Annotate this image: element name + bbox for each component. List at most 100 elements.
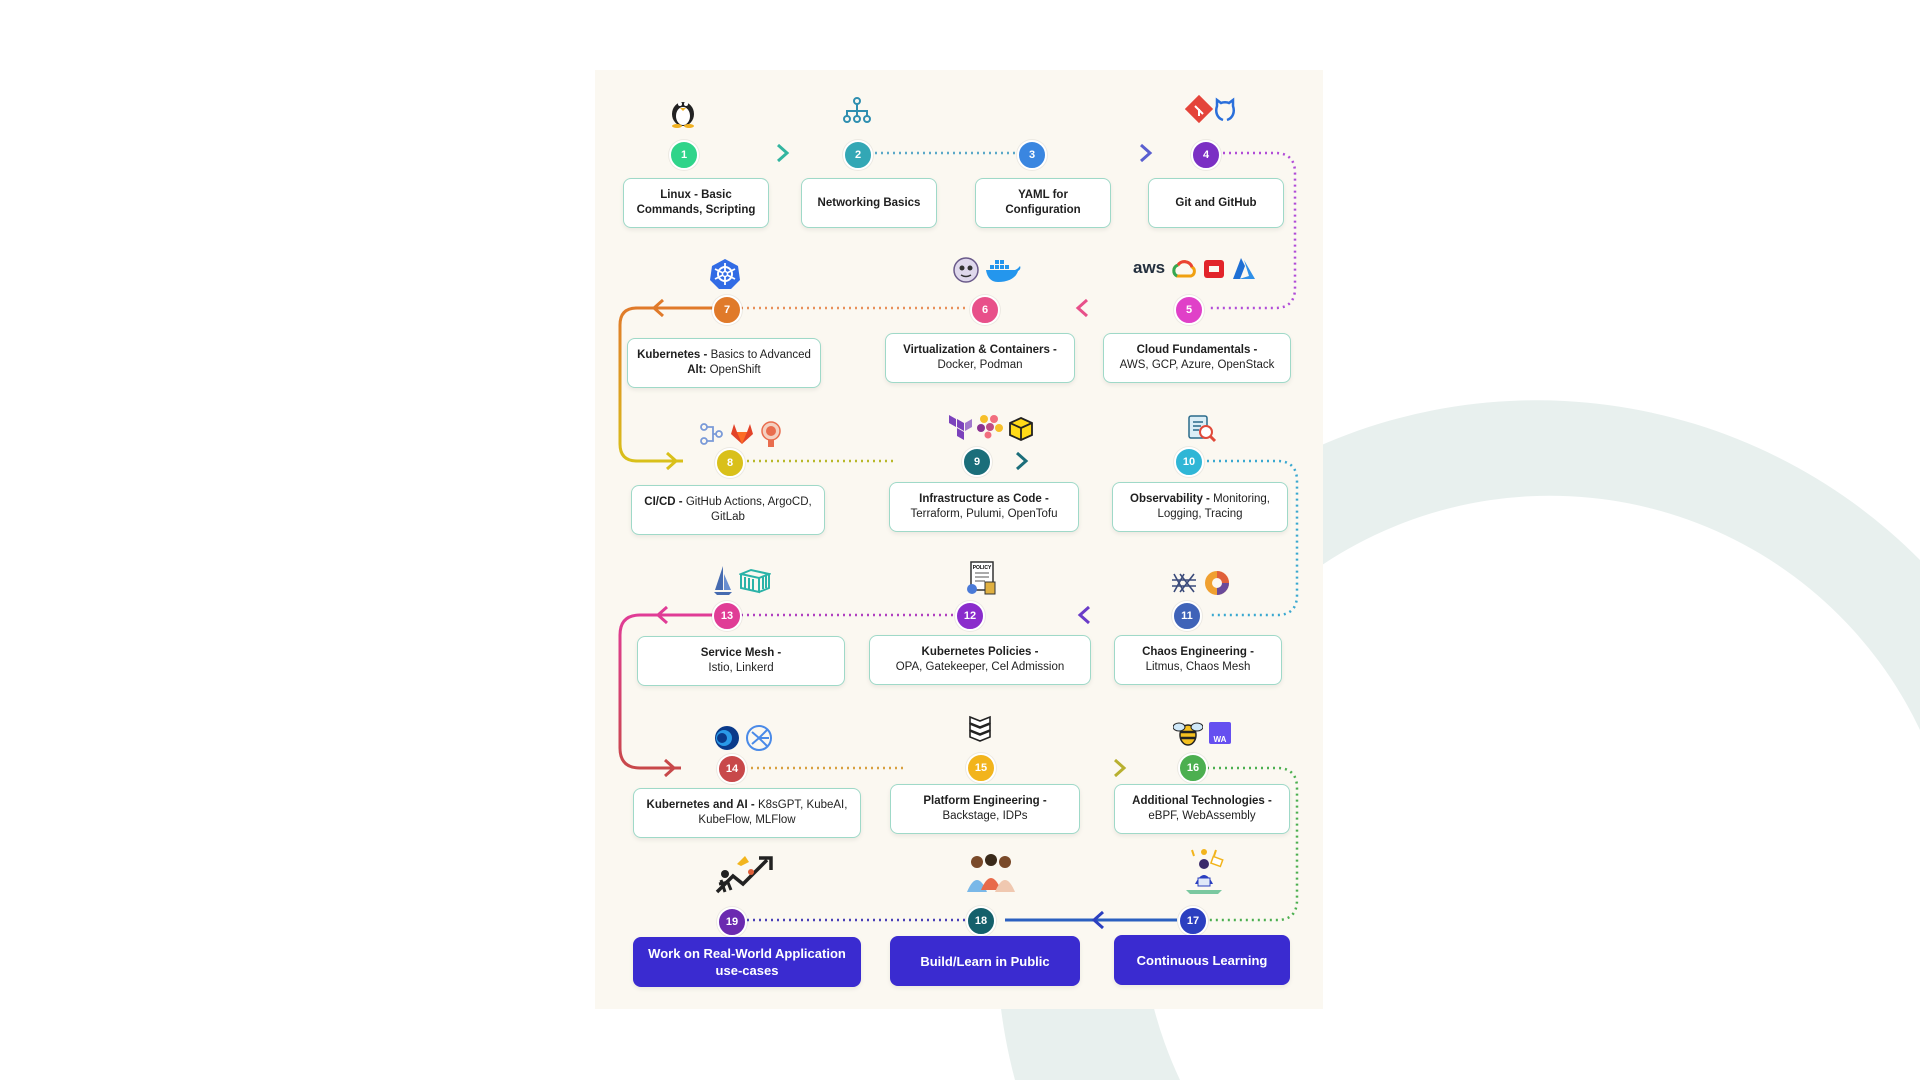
community-icon [967,854,1015,892]
step-line-observability: Observability - Monitoring, Logging, Tra… [1119,492,1281,522]
step-box-kubernetes: Kubernetes - Basics to Advanced Alt: Ope… [627,338,821,388]
step-number-12: 12 [955,601,985,631]
step-title-additional: Additional Technologies - [1132,795,1272,807]
step-number-15: 15 [966,753,996,783]
step-box-chaos: Chaos Engineering - Litmus, Chaos Mesh [1114,635,1282,685]
step-box-git: Git and GitHub [1148,178,1284,228]
gitlab-icon [731,424,753,444]
step-number-17: 17 [1178,906,1208,936]
step-box-linux: Linux - Basic Commands, Scripting [623,178,769,228]
iac-tools-icon [948,413,1034,443]
step-line-kubernetes-alt: Alt: OpenShift [687,363,761,378]
wasm-icon: WA [1209,722,1231,744]
step-box-service-mesh: Service Mesh - Istio, Linkerd [637,636,845,686]
ebpf-bee-icon [1173,722,1203,746]
step-number-5: 5 [1174,295,1204,325]
step-number-2: 2 [843,140,873,170]
step-number-13: 13 [712,601,742,631]
github-actions-icon [700,423,723,445]
step-title-chaos: Chaos Engineering - [1142,646,1254,658]
step-title-k8s-ai: Kubernetes and AI - [646,799,755,811]
step-alt-label-kubernetes: Alt: [687,364,707,376]
step-title-continuous-learning: Continuous Learning [1136,952,1268,968]
step-number-3: 3 [1017,140,1047,170]
docker-podman-icon [952,254,1022,286]
step-number-9: 9 [962,447,992,477]
roadmap-flow-lines [618,143,1299,930]
step-number-4: 4 [1191,140,1221,170]
step-title-build-public: Build/Learn in Public [920,953,1050,969]
step-title-policies: Kubernetes Policies - [921,646,1039,658]
step-title-cicd: CI/CD - [644,496,683,508]
observability-icon [1188,415,1217,443]
terraform-icon [949,415,972,440]
kubeflow-icon [746,725,772,751]
step-box-yaml: YAML for Configuration [975,178,1111,228]
step-box-real-world: Work on Real-World Application use-cases [633,937,861,987]
step-detail-cicd: GitHub Actions, ArgoCD, GitLab [685,496,812,523]
step-line-k8s-ai: Kubernetes and AI - K8sGPT, KubeAI, Kube… [640,798,854,828]
step-box-platform: Platform Engineering - Backstage, IDPs [890,784,1080,834]
step-number-16: 16 [1178,753,1208,783]
step-detail-observability: Monitoring, Logging, Tracing [1157,493,1270,520]
service-mesh-icon [711,564,773,596]
step-title-platform: Platform Engineering - [923,795,1047,807]
step-title-kubernetes: Kubernetes - [637,349,708,361]
learning-person-icon [1186,849,1224,894]
roadmap-poster: 1 2 3 4 5 6 7 8 9 10 11 12 13 14 15 16 1… [595,70,1323,1009]
step-box-policies: Kubernetes Policies - OPA, Gatekeeper, C… [869,635,1091,685]
step-title-iac: Infrastructure as Code - [919,493,1049,505]
chaos-mesh-icon [1172,573,1196,593]
step-number-19: 19 [717,907,747,937]
kubernetes-icon [710,259,740,289]
step-box-observability: Observability - Monitoring, Logging, Tra… [1112,482,1288,532]
step-detail-platform: Backstage, IDPs [942,810,1028,822]
linkerd-icon [739,568,771,594]
step-detail-cloud: AWS, GCP, Azure, OpenStack [1119,359,1275,371]
step-title-observability: Observability - [1130,493,1210,505]
policy-label: POLICY [973,565,992,571]
opentofu-icon [1009,417,1033,441]
step-detail-k8s-ai: K8sGPT, KubeAI, KubeFlow, MLFlow [698,799,848,826]
backstage-icon [969,715,991,742]
step-number-8: 8 [715,448,745,478]
step-box-networking: Networking Basics [801,178,937,228]
step-title-networking: Networking Basics [817,196,921,209]
litmus-icon [1205,571,1229,595]
azure-icon [1233,258,1255,279]
step-alt-value-kubernetes: OpenShift [709,364,761,376]
step-title-linux: Linux - Basic Commands, Scripting [636,189,756,216]
step-title-real-world: Work on Real-World Application use-cases [648,946,846,978]
step-detail-service-mesh: Istio, Linkerd [708,662,774,674]
cicd-tools-icon [699,420,787,448]
step-detail-virtualization: Docker, Podman [937,359,1023,371]
growth-chart-icon [715,856,773,894]
step-title-git: Git and GitHub [1175,196,1257,209]
step-box-cloud: Cloud Fundamentals - AWS, GCP, Azure, Op… [1103,333,1291,383]
step-number-11: 11 [1172,601,1202,631]
policy-document-icon: POLICY [967,561,996,595]
argocd-icon [761,421,781,447]
step-box-virtualization: Virtualization & Containers - Docker, Po… [885,333,1075,383]
git-github-icon [1185,94,1235,124]
step-number-1: 1 [669,140,699,170]
step-detail-kubernetes: Basics to Advanced [710,349,811,361]
istio-icon [714,566,732,595]
step-detail-additional: eBPF, WebAssembly [1148,810,1256,822]
step-detail-chaos: Litmus, Chaos Mesh [1145,661,1251,673]
pulumi-icon [977,415,1003,439]
gcp-cloud-icon [1172,260,1196,278]
step-box-iac: Infrastructure as Code - Terraform, Pulu… [889,482,1079,532]
network-hierarchy-icon [843,97,871,123]
step-box-build-public: Build/Learn in Public [890,936,1080,986]
podman-icon [953,257,979,283]
k8s-ai-icon [713,722,775,752]
wasm-label: WA [1213,735,1227,744]
step-box-additional: Additional Technologies - eBPF, WebAssem… [1114,784,1290,834]
step-number-6: 6 [970,295,1000,325]
step-title-virtualization: Virtualization & Containers - [903,344,1057,356]
step-line-cicd: CI/CD - GitHub Actions, ArgoCD, GitLab [638,495,818,525]
openstack-icon [1204,260,1224,278]
cloud-providers-icon: aws [1133,256,1265,284]
step-number-14: 14 [717,754,747,784]
